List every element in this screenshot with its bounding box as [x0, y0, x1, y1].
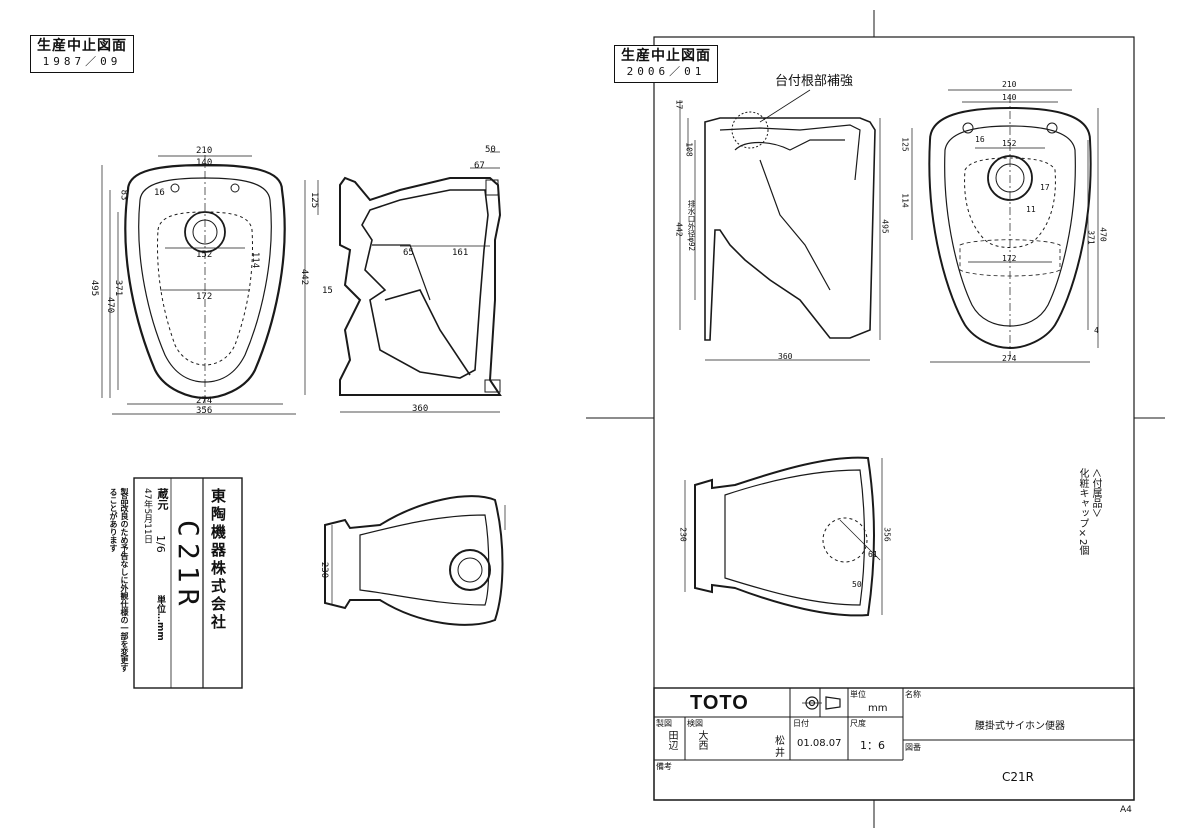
old-date: 47年5月11日 — [142, 488, 152, 544]
approved-value-2: 井 — [775, 748, 785, 759]
dim-label: 16 — [154, 188, 165, 198]
dim-label: 61 — [868, 550, 878, 559]
dim-label: 11 — [1026, 205, 1036, 214]
dim-label: 108 — [684, 142, 694, 157]
dim-label: 17 — [674, 99, 684, 110]
paper-size: A4 — [1120, 805, 1132, 815]
accessory-item: 化粧キャップ×2個 — [1077, 468, 1088, 556]
old-stamp-title: 生産中止図面 — [37, 38, 127, 54]
dim-label: 125 — [309, 191, 320, 209]
dim-label: 140 — [1002, 93, 1017, 102]
drawing-no-value: C21R — [1002, 770, 1034, 784]
unit-value: mm — [868, 703, 888, 714]
dim-label: 470 — [1098, 227, 1108, 242]
dim-label: 65 — [403, 248, 414, 258]
sheet-frame — [653, 36, 1135, 801]
dim-label: 360 — [778, 352, 793, 361]
dim-label: 50 — [485, 145, 496, 155]
approved-value: 松 — [775, 736, 785, 747]
old-drawn-by: 蔵元 — [156, 488, 169, 510]
old-side-view — [304, 151, 502, 413]
new-stamp-date: 2006／01 — [626, 65, 706, 78]
drawn-value: 田辺 — [666, 730, 677, 750]
dim-label: 371 — [1086, 230, 1096, 245]
dim-label: 114 — [250, 251, 261, 269]
new-side-view — [679, 100, 881, 361]
old-unit: 単位…mm — [155, 595, 165, 641]
dim-label: 470 — [105, 296, 116, 314]
dim-label: 172 — [196, 292, 213, 302]
dim-label: 125 — [900, 137, 910, 152]
scale-label: 尺度 — [850, 719, 866, 728]
date-label: 日付 — [793, 719, 809, 728]
checked-value: 大西 — [696, 730, 707, 750]
dim-label: 371 — [113, 279, 124, 297]
dim-label: 4 — [1094, 326, 1099, 335]
old-bottom-view — [324, 495, 506, 626]
old-company-name: 東陶機器株式会社 — [209, 488, 227, 632]
old-title-block-frame — [133, 477, 243, 689]
old-top-view — [101, 155, 296, 415]
drain-diameter-label: 排水口外径φ92 — [687, 200, 696, 252]
dim-label: 442 — [674, 222, 684, 237]
name-label: 名称 — [905, 690, 921, 699]
old-scale: 1/6 — [154, 535, 167, 553]
old-model-number: C21R — [172, 520, 205, 612]
dim-label: 495 — [880, 219, 890, 234]
new-discontinued-stamp: 生産中止図面 2006／01 — [614, 45, 718, 83]
drawing-no-label: 図番 — [905, 743, 921, 752]
dim-label: 360 — [412, 404, 429, 414]
dim-label: 67 — [474, 161, 485, 171]
old-discontinued-stamp: 生産中止図面 1987／09 — [30, 35, 134, 73]
dim-label: 114 — [900, 193, 910, 208]
title-block-grid — [653, 687, 1135, 801]
old-stamp-date: 1987／09 — [42, 55, 122, 68]
dim-label: 172 — [1002, 254, 1017, 263]
remarks-label: 備考 — [656, 762, 672, 771]
dim-label: 356 — [882, 527, 892, 542]
new-stamp-title: 生産中止図面 — [621, 48, 711, 64]
dim-label: 15 — [322, 286, 333, 296]
dim-label: 50 — [852, 580, 862, 589]
dim-label: 356 — [196, 406, 213, 416]
new-bottom-view — [684, 456, 883, 617]
date-value: 01.08.07 — [797, 738, 842, 749]
dim-label: 161 — [452, 248, 469, 258]
product-name: 腰掛式サイホン便器 — [975, 721, 1065, 732]
dim-label: 442 — [299, 268, 310, 286]
dim-label: 495 — [89, 279, 100, 297]
brand-logo: TOTO — [690, 692, 749, 714]
dim-label: 230 — [319, 561, 330, 579]
scale-value: 1：6 — [860, 739, 885, 752]
projection-symbol-icon — [802, 696, 841, 710]
dim-label: 230 — [678, 527, 688, 542]
dim-label: 83 — [118, 189, 129, 201]
dim-label: 210 — [196, 146, 213, 156]
reinforcement-annotation: 台付根部補強 — [775, 74, 854, 89]
checked-label: 検図 — [687, 719, 703, 728]
dim-label: 274 — [1002, 354, 1017, 363]
dim-label: 17 — [1040, 183, 1050, 192]
accessory-note: ＜付属品＞ 化粧キャップ×2個 — [1076, 468, 1102, 555]
unit-label: 単位 — [850, 690, 866, 699]
dim-label: 16 — [975, 135, 985, 144]
old-notice: 製品改良のため予告なしに外観仕様の一部を変更することがあります — [109, 488, 129, 672]
drawn-label: 製図 — [656, 719, 672, 728]
dim-label: 152 — [1002, 139, 1017, 148]
dim-label: 274 — [196, 396, 213, 406]
dim-label: 210 — [1002, 80, 1017, 89]
dim-label: 152 — [196, 250, 213, 260]
new-top-view — [911, 89, 1099, 363]
accessory-title: ＜付属品＞ — [1090, 468, 1101, 518]
dim-label: 140 — [196, 158, 213, 168]
